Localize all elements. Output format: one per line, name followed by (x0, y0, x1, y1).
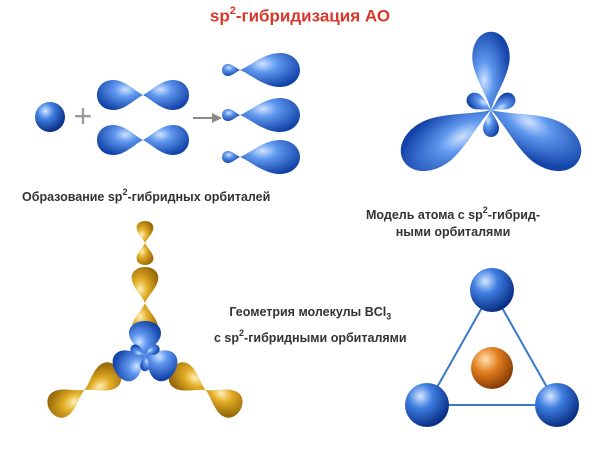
chlorine-atom-top (470, 268, 514, 312)
caption-geometry-line2: с sp2-гибридными орбиталями (214, 326, 407, 347)
hybrid-orbital-1 (222, 53, 300, 87)
title-text-tail: -гибридизация АО (235, 6, 391, 26)
caption-geometry: Геометрия молекулы BCl3 с sp2-гибридными… (214, 304, 407, 347)
s-orbital-sphere (35, 102, 65, 132)
caption-formation: Образование sp2-гибридных орбиталей (22, 187, 271, 205)
caption-model: Модель атома с sp2-гибрид- ными орбиталя… (366, 203, 540, 241)
caption-geometry-text2: с sp (214, 330, 240, 345)
bcl3-ball-model (405, 268, 579, 427)
diagram-title: sp2-гибридизация АО (0, 5, 600, 27)
caption-geometry-superscript: 2 (239, 327, 245, 338)
title-superscript: 2 (229, 5, 236, 17)
p-orbital-bottom (97, 125, 189, 155)
chlorine-atom-right (535, 383, 579, 427)
sp2-atom-model (391, 31, 591, 182)
caption-geometry-tail: -гибридными орбиталями (244, 330, 407, 345)
boron-atom (471, 347, 513, 389)
boron-hybrid-orbitals (107, 321, 183, 386)
chlorine-atom-left (405, 383, 449, 427)
caption-model-superscript: 2 (482, 205, 488, 215)
chlorine-orbital-left (42, 357, 127, 423)
chlorine-orbital-right (163, 357, 248, 423)
caption-formation-text: Образование sp (22, 190, 123, 205)
hybrid-orbital-2 (222, 98, 300, 132)
hybrid-orbital-3 (222, 140, 300, 174)
reaction-arrow (193, 113, 222, 123)
caption-model-tail: -гибрид- (487, 208, 540, 223)
caption-formation-superscript: 2 (122, 187, 128, 197)
caption-model-line1: Модель атома с sp2-гибрид- (366, 203, 540, 224)
bond-triangle (425, 287, 559, 406)
caption-model-text: Модель атома с sp (366, 208, 483, 223)
caption-formation-tail: -гибридных орбиталей (127, 190, 271, 205)
p-orbital-top (97, 80, 189, 110)
caption-geometry-line1: Геометрия молекулы BCl3 (214, 304, 407, 326)
caption-model-line2: ными орбиталями (395, 225, 511, 240)
plus-sign: + (74, 98, 93, 134)
caption-geometry-subscript: 3 (386, 311, 392, 322)
caption-geometry-text: Геометрия молекулы BCl (229, 305, 387, 319)
title-text: sp (209, 6, 230, 26)
